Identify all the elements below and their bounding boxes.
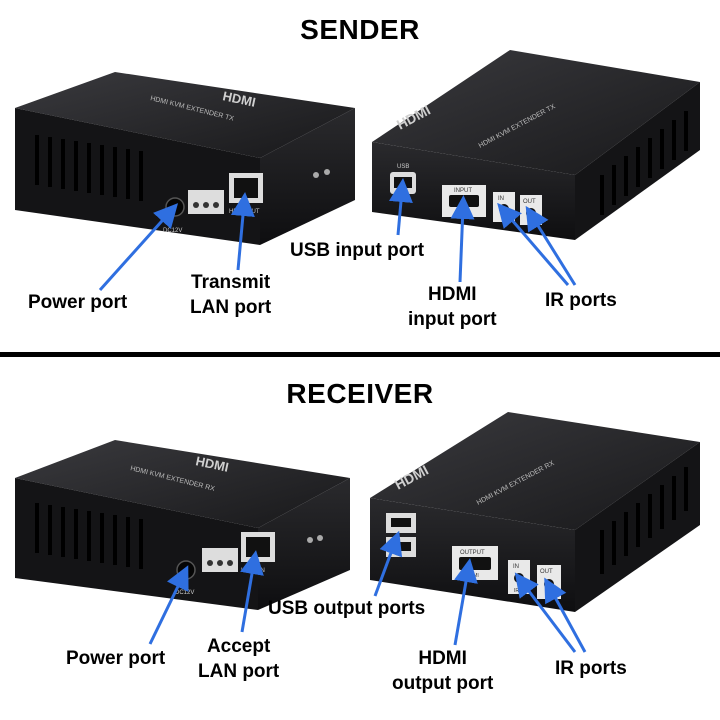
receiver-hdmi-output-label: HDMI output port (392, 646, 493, 696)
arrow-receiver-usb (373, 530, 403, 597)
sender-hdmi-input-line2: input port (408, 309, 497, 330)
svg-text:OUT: OUT (540, 569, 553, 575)
arrow-receiver-ir-in (514, 572, 577, 653)
arrow-sender-ir-out (525, 205, 577, 286)
sender-power-port-label: Power port (28, 292, 128, 313)
receiver-front-device: HDMI HDMI KVM EXTENDER RX OUTPUT HDMI IN… (370, 412, 700, 612)
arrow-receiver-power (148, 565, 189, 645)
receiver-accept-lan-line1: Accept (206, 636, 271, 657)
svg-text:OUT: OUT (523, 199, 536, 205)
arrow-receiver-ir-out (544, 577, 587, 653)
arrow-sender-hdmi (450, 195, 475, 283)
sender-transmit-lan-label: Transmit LAN port (190, 270, 271, 320)
sender-ir-ports-label: IR ports (545, 290, 617, 311)
sender-back-device: HDMI HDMI KVM EXTENDER TX DC12V HDBT OUT (15, 72, 355, 245)
svg-text:OUTPUT: OUTPUT (460, 550, 485, 556)
svg-text:DC12V: DC12V (175, 590, 194, 596)
sender-transmit-lan-line2: LAN port (190, 297, 272, 318)
receiver-title: RECEIVER (286, 378, 434, 409)
arrow-receiver-lan (240, 550, 264, 633)
arrow-sender-usb (388, 178, 413, 236)
sender-logo: HDMI (221, 88, 257, 110)
svg-text:USB: USB (397, 164, 409, 170)
sender-front-device: HDMI HDMI KVM EXTENDER TX USB INPUT HDMI… (372, 50, 700, 240)
sender-transmit-lan-line1: Transmit (191, 272, 271, 293)
sender-dc-label: DC12V (163, 228, 182, 234)
arrow-sender-ir-in (497, 202, 570, 286)
callout-arrows (98, 178, 587, 653)
sender-usb-input-label: USB input port (290, 240, 425, 261)
receiver-back-device: HDMI HDMI KVM EXTENDER RX DC12V HDBT IN (15, 440, 350, 610)
receiver-hdmi-output-line2: output port (392, 673, 494, 694)
receiver-accept-lan-label: Accept LAN port (198, 634, 279, 684)
receiver-power-port-label: Power port (66, 648, 166, 669)
receiver-accept-lan-line2: LAN port (198, 661, 280, 682)
vent-slots (35, 135, 143, 201)
sender-hdmi-input-label: HDMI input port (408, 282, 497, 332)
section-divider (0, 352, 720, 357)
receiver-ir-ports-label: IR ports (555, 658, 627, 679)
receiver-power-jack (176, 560, 196, 580)
sender-hdmi-input-line1: HDMI (428, 284, 477, 305)
arrow-receiver-hdmi (453, 558, 478, 646)
sender-title: SENDER (300, 14, 420, 45)
receiver-hdmi-output-line1: HDMI (418, 648, 467, 669)
arrow-sender-lan (230, 192, 255, 271)
svg-text:IN: IN (513, 564, 519, 570)
receiver-usb-output-label: USB output ports (268, 598, 426, 619)
svg-text:IR: IR (514, 588, 519, 594)
receiver-logo: HDMI (194, 453, 230, 475)
svg-text:INPUT: INPUT (454, 188, 472, 194)
arrow-sender-power (98, 203, 179, 292)
svg-text:IN: IN (498, 196, 504, 202)
